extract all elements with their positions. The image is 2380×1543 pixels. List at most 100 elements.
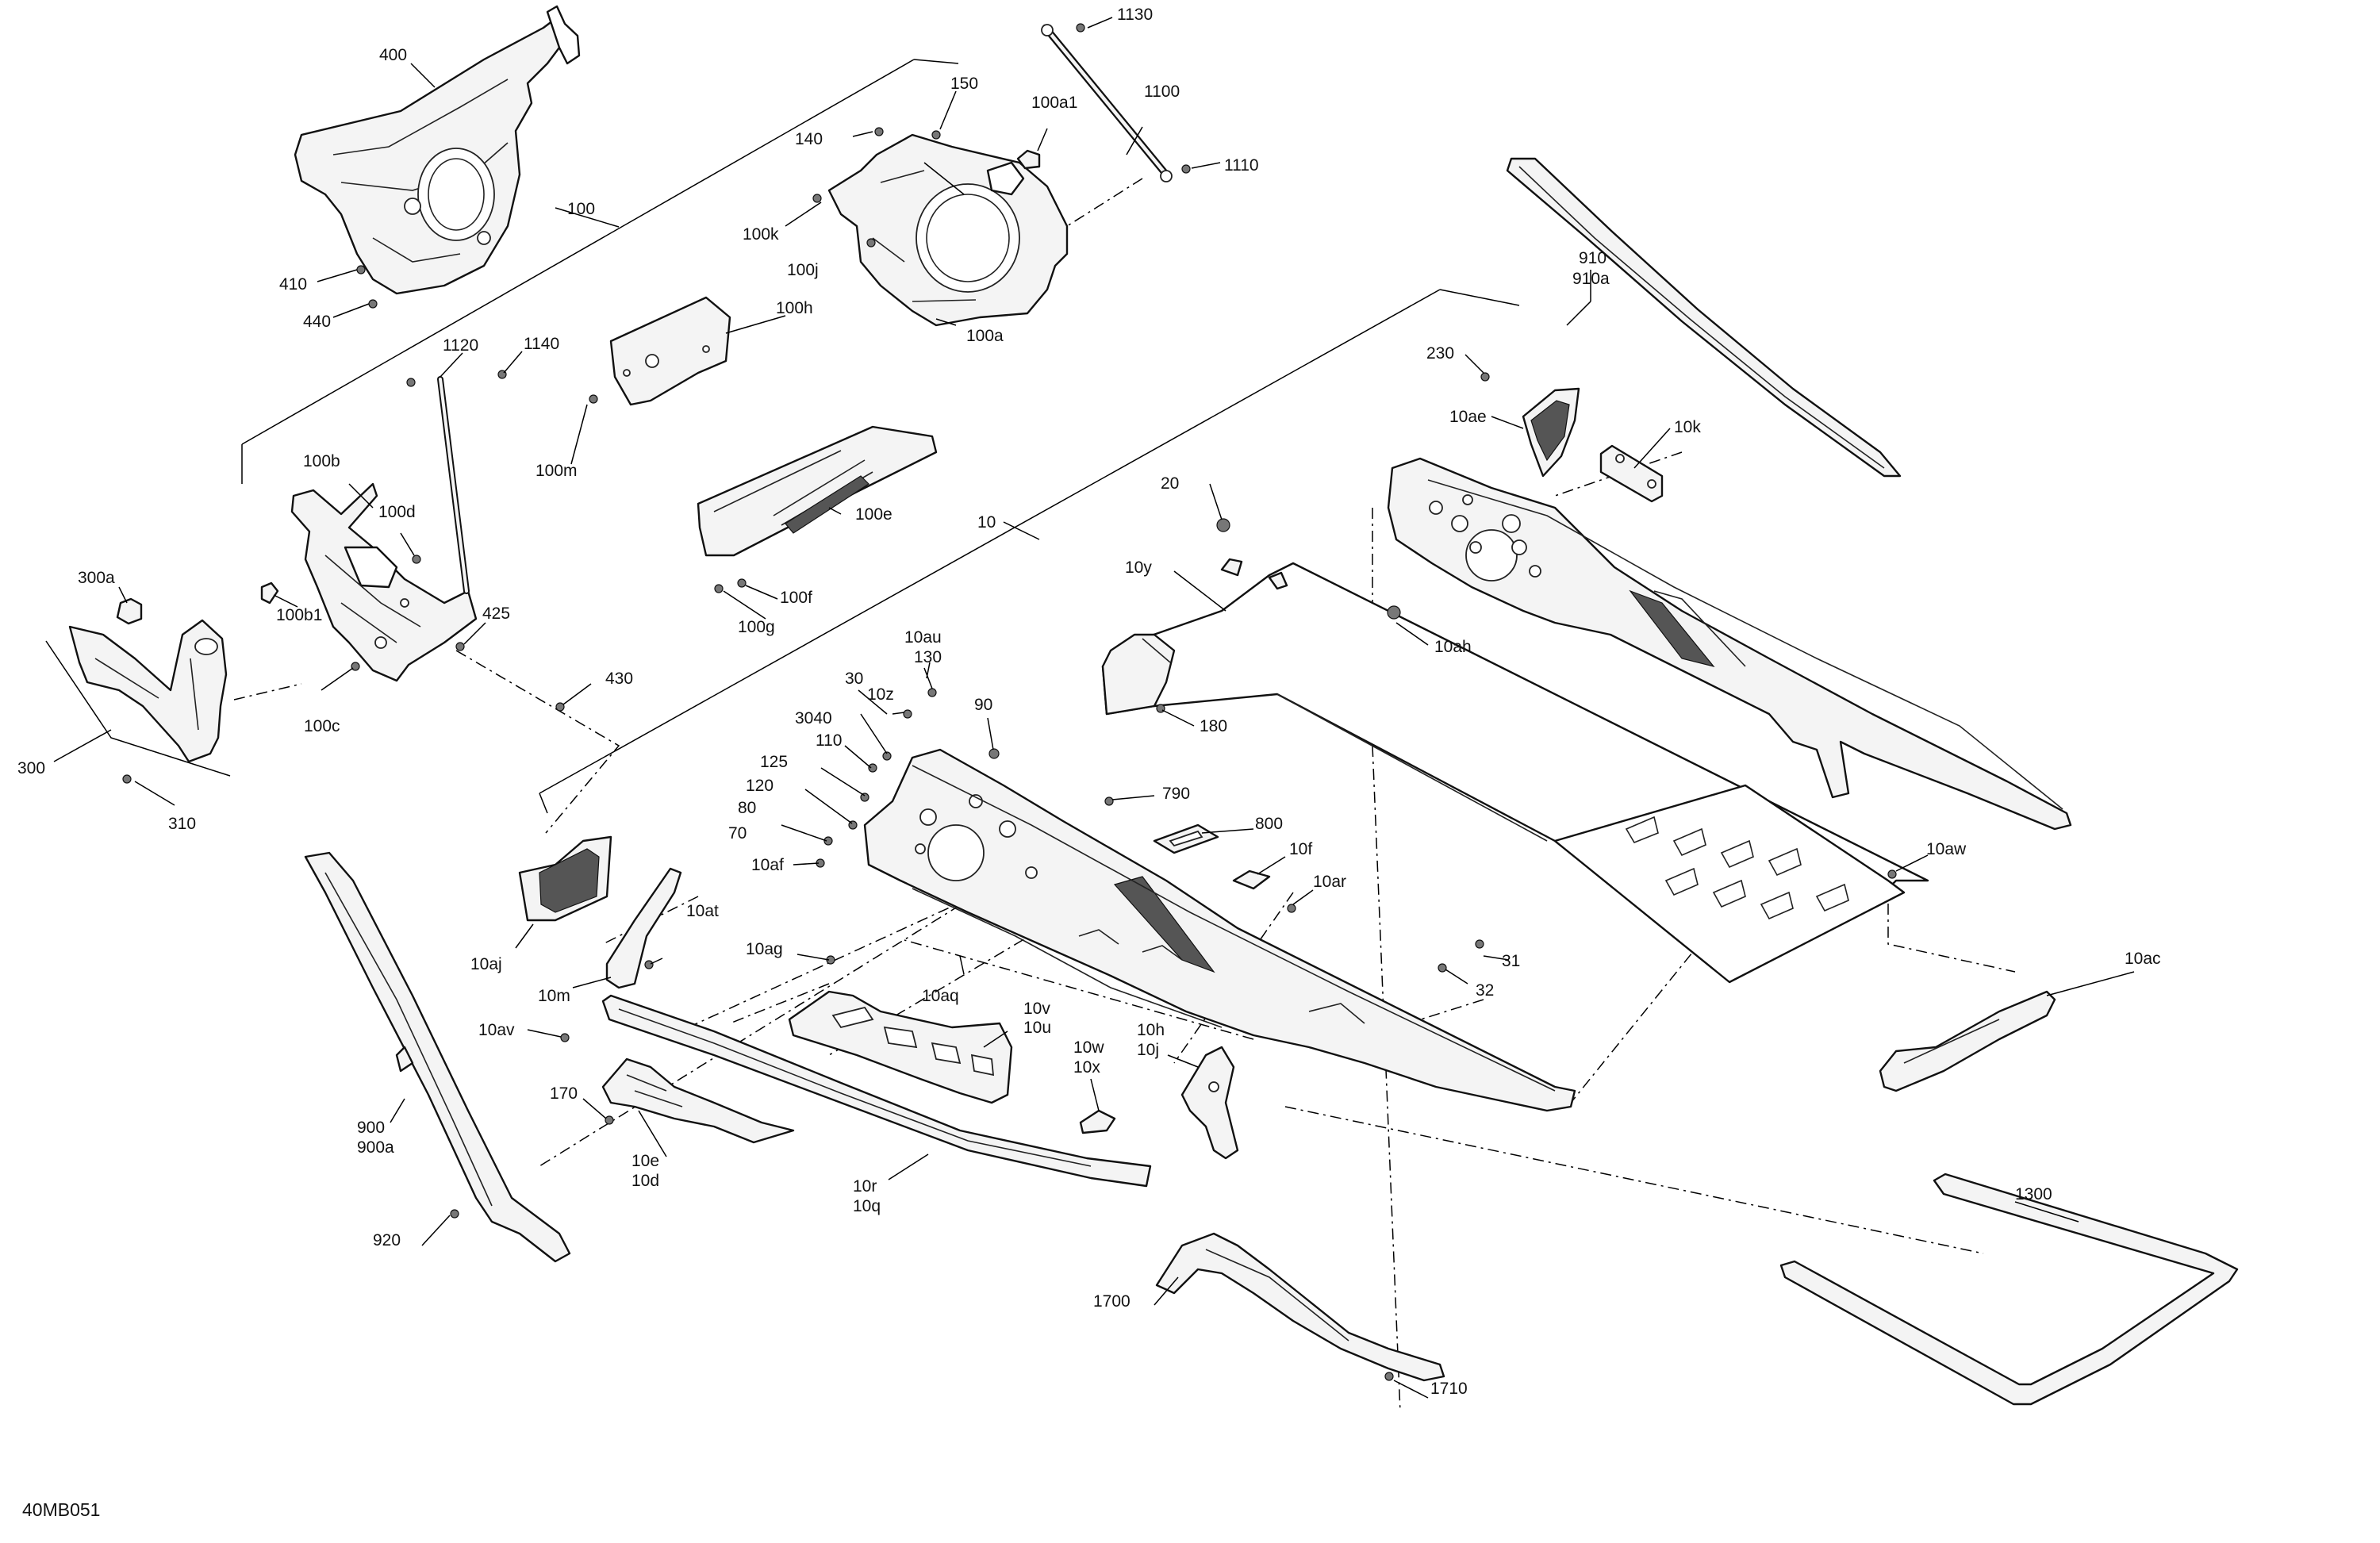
callout-100g: 100g bbox=[738, 618, 775, 636]
callout-labels: 400 100 410 440 1130 1100 1110 150 140 1… bbox=[17, 6, 2161, 1398]
callout-100j: 100j bbox=[787, 261, 819, 279]
part-100h-cover bbox=[609, 296, 731, 406]
callout-10y: 10y bbox=[1125, 558, 1152, 577]
part-300-steering-mount bbox=[68, 619, 228, 763]
part-10w-pad bbox=[1079, 1109, 1116, 1134]
callout-100f: 100f bbox=[780, 589, 812, 607]
callout-1100: 1100 bbox=[1144, 83, 1180, 101]
part-10-right-frame-rail bbox=[1387, 457, 2072, 831]
callout-10aj: 10aj bbox=[470, 955, 502, 973]
callout-1110: 1110 bbox=[1224, 156, 1259, 175]
part-900-side-panel bbox=[304, 851, 571, 1263]
callout-100h: 100h bbox=[776, 299, 813, 317]
part-10ae-vent-mesh bbox=[1522, 387, 1580, 478]
callout-920: 920 bbox=[373, 1231, 401, 1249]
callout-10ag: 10ag bbox=[746, 940, 783, 958]
part-10h-gusset bbox=[1180, 1046, 1239, 1160]
callout-10e: 10e bbox=[631, 1152, 659, 1170]
callout-120: 120 bbox=[746, 777, 774, 795]
part-10ac-rear-bracket bbox=[1879, 990, 2056, 1092]
callout-100b1: 100b1 bbox=[276, 606, 322, 624]
callout-10au: 10au bbox=[904, 628, 942, 647]
callout-1700: 1700 bbox=[1093, 1292, 1130, 1311]
callout-10r: 10r bbox=[853, 1177, 877, 1196]
part-10-running-board bbox=[1553, 784, 1906, 984]
part-10-left-frame-rail bbox=[863, 748, 1576, 1112]
callout-10w: 10w bbox=[1073, 1038, 1104, 1057]
part-10v-tunnel-bracket bbox=[788, 990, 1013, 1104]
callout-130: 130 bbox=[914, 648, 942, 666]
callout-10aq: 10aq bbox=[922, 987, 959, 1005]
group-bracket-100 bbox=[241, 59, 959, 484]
callout-110: 110 bbox=[816, 731, 842, 750]
callout-140: 140 bbox=[795, 130, 823, 148]
part-1300-rear-bumper-loop bbox=[1779, 1173, 2239, 1406]
part-1700-skid bbox=[1155, 1232, 1445, 1382]
callout-1710: 1710 bbox=[1430, 1380, 1468, 1398]
callout-10ah: 10ah bbox=[1434, 638, 1472, 656]
callout-90: 90 bbox=[974, 696, 992, 714]
part-10m-bracket bbox=[605, 867, 682, 989]
part-100e-rail-plate bbox=[697, 425, 938, 557]
callout-180: 180 bbox=[1200, 717, 1227, 735]
callout-100a: 100a bbox=[966, 327, 1004, 345]
callout-70: 70 bbox=[728, 824, 747, 843]
group-bracket-10 bbox=[539, 289, 1520, 814]
callout-20: 20 bbox=[1161, 474, 1179, 493]
callout-900: 900 bbox=[357, 1119, 385, 1137]
callout-440: 440 bbox=[303, 313, 331, 331]
callout-900a: 900a bbox=[357, 1138, 394, 1157]
group-bracket-300 bbox=[45, 640, 231, 777]
callout-300a: 300a bbox=[78, 569, 115, 587]
callout-100a1: 100a1 bbox=[1031, 94, 1077, 112]
callout-10j: 10j bbox=[1137, 1041, 1159, 1059]
callout-100: 100 bbox=[567, 200, 595, 218]
callout-425: 425 bbox=[482, 605, 510, 623]
callout-800: 800 bbox=[1255, 815, 1283, 833]
callout-32: 32 bbox=[1476, 981, 1494, 1000]
part-100b-side-frame bbox=[260, 482, 478, 682]
leader-lines bbox=[53, 17, 2135, 1399]
callout-10u: 10u bbox=[1023, 1019, 1051, 1037]
callout-100c: 100c bbox=[304, 717, 340, 735]
diagram-code: 40MB051 bbox=[22, 1499, 101, 1520]
callout-10ae: 10ae bbox=[1449, 408, 1487, 426]
callout-170: 170 bbox=[550, 1084, 578, 1103]
callout-31: 31 bbox=[1502, 952, 1520, 970]
part-300a-grommet bbox=[116, 597, 143, 625]
callout-150: 150 bbox=[950, 75, 978, 93]
callout-80: 80 bbox=[738, 799, 756, 817]
part-10r-lower-rail bbox=[601, 994, 1152, 1188]
callout-125: 125 bbox=[760, 753, 788, 771]
callout-310: 310 bbox=[168, 815, 196, 833]
callout-10f: 10f bbox=[1289, 840, 1312, 858]
callout-1140: 1140 bbox=[524, 335, 559, 353]
callout-10aw: 10aw bbox=[1926, 840, 1967, 858]
part-10k-bracket bbox=[1599, 444, 1664, 503]
callout-10h: 10h bbox=[1137, 1021, 1165, 1039]
callout-1130: 1130 bbox=[1117, 6, 1153, 24]
part-10f-clip bbox=[1232, 869, 1271, 890]
callout-910a: 910a bbox=[1572, 270, 1610, 288]
callout-10d: 10d bbox=[631, 1172, 659, 1190]
callout-100b: 100b bbox=[303, 452, 340, 470]
callout-1120: 1120 bbox=[443, 336, 478, 355]
callout-100d: 100d bbox=[378, 503, 416, 521]
callout-10at: 10at bbox=[686, 902, 719, 920]
part-10aj-vent-mesh bbox=[518, 835, 612, 922]
part-1100-steering-strut bbox=[1041, 24, 1173, 182]
callout-1300: 1300 bbox=[2015, 1185, 2052, 1203]
callout-400: 400 bbox=[379, 46, 407, 64]
callout-10x: 10x bbox=[1073, 1058, 1100, 1077]
callout-10ar: 10ar bbox=[1313, 873, 1346, 891]
callout-10ac: 10ac bbox=[2125, 950, 2161, 968]
callout-10k: 10k bbox=[1674, 418, 1701, 436]
callout-100e: 100e bbox=[855, 505, 892, 524]
callout-430: 430 bbox=[605, 670, 633, 688]
callout-10m: 10m bbox=[538, 987, 570, 1005]
callout-10z: 10z bbox=[867, 685, 894, 704]
callout-10: 10 bbox=[977, 513, 996, 532]
part-100a1-grommet bbox=[1016, 149, 1041, 170]
part-800-plate bbox=[1153, 823, 1219, 854]
